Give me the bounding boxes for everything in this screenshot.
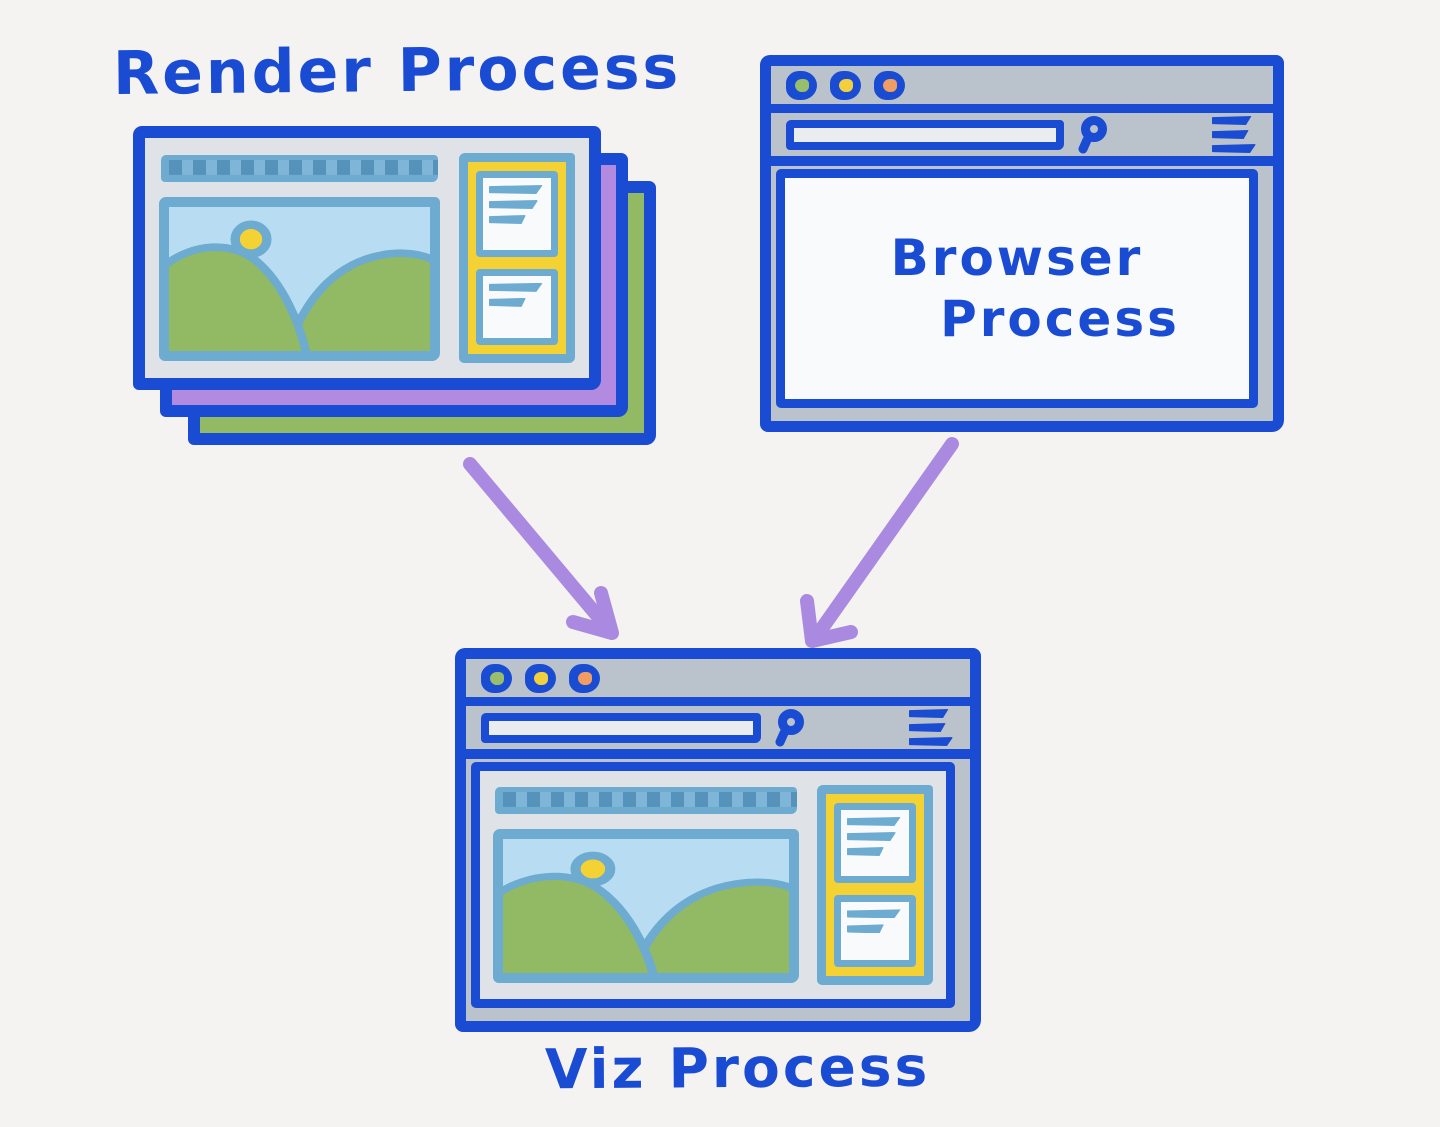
page-sidebar xyxy=(817,785,933,985)
page-sidebar xyxy=(459,153,575,363)
render-process-label: Render Process xyxy=(112,33,682,109)
arrow-browser-to-viz xyxy=(811,437,959,641)
window-content-frame: Browser Process xyxy=(771,166,1273,421)
text-line xyxy=(489,185,543,194)
traffic-light-dot xyxy=(838,78,853,92)
right-hill xyxy=(283,249,430,351)
traffic-light-yellow-icon[interactable] xyxy=(525,663,556,693)
render-process-stack xyxy=(133,126,656,446)
arrow-render-to-viz xyxy=(463,457,613,633)
page-hero-image xyxy=(493,829,799,983)
render-card-front xyxy=(133,126,601,390)
text-line xyxy=(847,847,884,856)
sidebar-card-bottom xyxy=(476,268,558,345)
browser-process-title-line2: Process xyxy=(940,289,1180,348)
traffic-light-green-icon[interactable] xyxy=(786,70,817,100)
hamburger-menu-icon[interactable] xyxy=(1212,116,1258,153)
sidebar-card-top xyxy=(834,803,916,884)
traffic-light-dot xyxy=(882,78,897,92)
traffic-light-dot xyxy=(489,671,504,685)
text-line xyxy=(489,200,539,209)
sun-icon xyxy=(570,851,616,887)
traffic-light-dot xyxy=(533,671,548,685)
traffic-light-dot xyxy=(577,671,592,685)
browser-toolbar xyxy=(771,113,1273,166)
hamburger-menu-icon[interactable] xyxy=(909,709,955,746)
browser-process-title: Browser Process xyxy=(776,169,1258,408)
traffic-light-orange-icon[interactable] xyxy=(874,70,905,100)
browser-process-title-line1: Browser xyxy=(890,228,1144,287)
text-line xyxy=(489,282,543,292)
browser-process-window: Browser Process xyxy=(760,55,1284,432)
search-icon[interactable] xyxy=(1076,115,1108,154)
url-input[interactable] xyxy=(786,119,1065,150)
right-hill xyxy=(628,878,789,973)
text-line xyxy=(847,909,901,919)
window-content-frame xyxy=(466,759,970,1021)
sidebar-card-bottom xyxy=(834,895,916,967)
sun-icon xyxy=(230,220,272,258)
sun-hills-graphic xyxy=(169,207,430,351)
window-titlebar xyxy=(466,659,970,706)
text-line xyxy=(847,924,884,934)
viz-process-window xyxy=(455,648,981,1032)
viz-rendered-page xyxy=(471,762,955,1008)
url-input[interactable] xyxy=(481,712,761,743)
left-hill xyxy=(503,872,658,973)
traffic-light-green-icon[interactable] xyxy=(481,663,512,693)
text-line xyxy=(489,215,526,224)
traffic-light-orange-icon[interactable] xyxy=(569,663,600,693)
traffic-light-yellow-icon[interactable] xyxy=(830,70,861,100)
page-main-column xyxy=(159,153,444,363)
sun-hills-graphic xyxy=(503,839,789,973)
traffic-light-dot xyxy=(794,78,809,92)
viz-process-label: Viz Process xyxy=(544,1034,931,1102)
browser-toolbar xyxy=(466,706,970,759)
left-hill xyxy=(169,243,311,351)
text-line xyxy=(847,832,897,841)
text-line xyxy=(489,297,526,307)
page-hero-image xyxy=(159,197,440,361)
search-icon[interactable] xyxy=(773,708,805,747)
text-line xyxy=(847,817,901,826)
sidebar-card-top xyxy=(476,171,558,257)
page-heading-bar xyxy=(161,155,438,182)
page-main-column xyxy=(493,785,803,985)
page-heading-bar xyxy=(495,787,797,814)
window-titlebar xyxy=(771,66,1273,113)
